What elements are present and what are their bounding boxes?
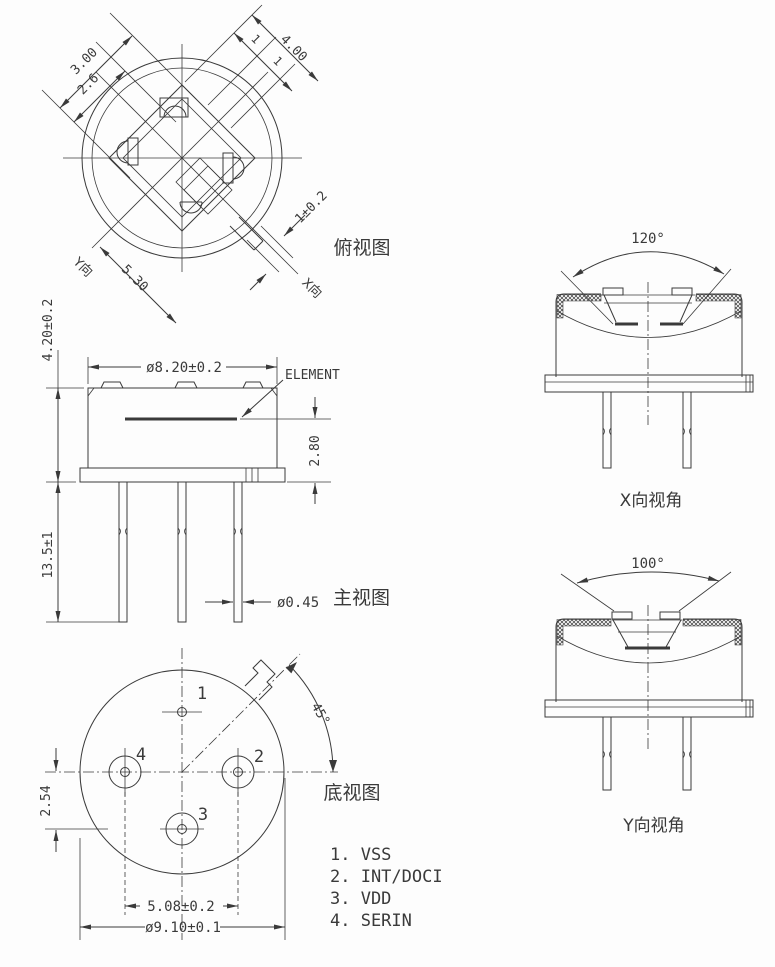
dim-base-diameter: ø9.10±0.1 [145,920,221,936]
dim-element-depth: 2.80 [308,435,323,466]
pin-1 [162,707,202,717]
flange [79,467,286,483]
dim-pin-length: 13.5±1 [41,532,56,579]
tab-bottom-view [244,659,276,701]
bottom-view-title: 底视图 [323,782,380,804]
pin-3-number: 3 [198,805,208,825]
dim-tab-width: 1±0.2 [292,188,330,226]
y-view-title: Y向视角 [622,816,684,836]
pins-front-view [118,481,243,623]
front-view-title: 主视图 [333,587,390,609]
x-view-angle: 120° [631,231,665,247]
x-angle-view: 120° X向视角 [544,231,754,511]
pin-1-number: 1 [197,684,207,704]
cap-outline [87,387,278,469]
pinout-item-4: 4. SERIN [330,911,412,931]
dim-diagonal: 5.30 [118,262,151,295]
pinout-item-1: 1. VSS [330,845,391,865]
pin-4-number: 4 [136,745,146,765]
dim-cap-height: 4.20±0.2 [41,299,56,362]
dim-pin-pitch: 5.08±0.2 [147,899,214,915]
dim-cap-diameter: ø8.20±0.2 [146,360,222,376]
axis-label-x: X向 [298,275,325,302]
y-axis-line [91,71,269,249]
element-callout: ELEMENT [285,368,340,383]
dim-row-offset: 2.54 [39,785,54,816]
x-view-title: X向视角 [620,491,683,511]
y-angle-view: 100° Y向视角 [544,556,754,836]
can-section-outline [555,293,743,377]
axis-label-y: Y向 [69,253,96,280]
pin-3 [160,812,204,846]
pinout-item-2: 2. INT/DOCI [330,867,443,887]
pinout-list: 1. VSS 2. INT/DOCI 3. VDD 4. SERIN [330,845,443,931]
top-view: 3.00 2.6 4.00 1 1 1±0.2 5.30 Y向 X向 俯视图 [41,4,391,324]
can-section-outline-y [555,618,743,702]
dim-seg-a: 1 [248,32,263,47]
pin-2 [221,748,255,796]
top-view-title: 俯视图 [333,237,390,259]
dim-cap-width: 3.00 [68,45,101,78]
pin-bumps-top-view [116,97,245,214]
pin-4 [108,748,142,796]
dim-pin-diameter: ø0.45 [277,595,319,611]
y-view-angle: 100° [631,556,665,572]
front-view: ø8.20±0.2 ELEMENT 2.80 4.20±0.2 13.5±1 ø… [41,299,390,623]
dim-seg-b: 1 [270,54,285,69]
x-axis-line [95,71,299,275]
dim-tab-angle: 45° [308,700,333,728]
pin-2-number: 2 [254,747,264,767]
pinout-item-3: 3. VDD [330,889,391,909]
